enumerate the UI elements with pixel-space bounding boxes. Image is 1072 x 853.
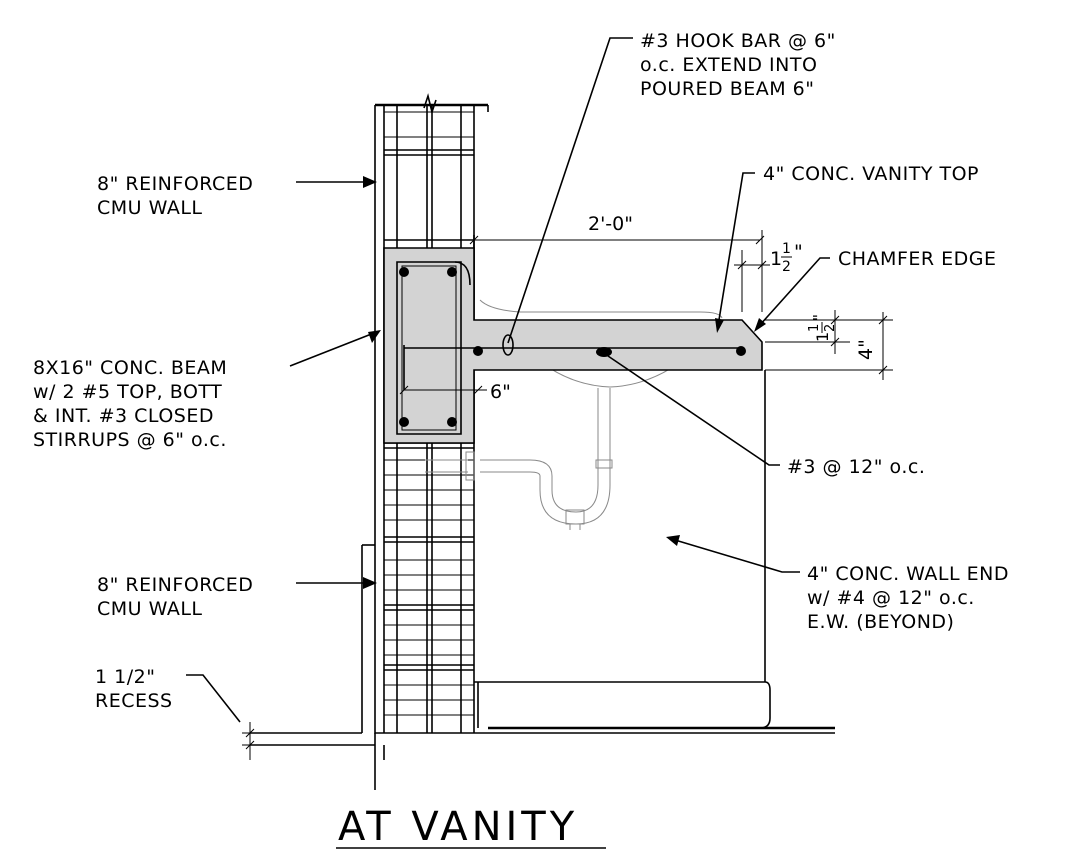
callout-wall-end: 4" CONC. WALL END w/ #4 @ 12" o.c. E.W. … [807,563,1009,633]
dimension-chamfer-width: 1 1 2 " [770,241,803,275]
chamfer-edge-label: CHAMFER EDGE [838,248,996,270]
dimension-hook-extension: 6" [490,381,511,403]
cmu-wall-upper-line-1: 8" REINFORCED [97,173,253,195]
dimension-chamfer-height: 1 1 2 " [807,314,838,342]
cmu-wall-lower-line-1: 8" REINFORCED [97,574,253,596]
cmu-wall-lower-line-2: CMU WALL [97,598,203,620]
wall-end-line-2: w/ #4 @ 12" o.c. [807,587,975,609]
recess-line-1: 1 1/2" [95,666,155,688]
hook-bar-line-2: o.c. EXTEND INTO [640,54,817,76]
beam-line-3: & INT. #3 CLOSED [33,405,214,427]
wall-end-line-1: 4" CONC. WALL END [807,563,1009,585]
recess-line-2: RECESS [95,690,173,712]
vanity-top-label: 4" CONC. VANITY TOP [763,163,979,185]
callout-recess: 1 1/2" RECESS [95,666,173,712]
chamfer-width-denominator: 2 [782,259,791,275]
dimension-lines [242,230,893,760]
beam-line-4: STIRRUPS @ 6" o.c. [33,429,227,451]
chamfer-height-numerator: 1 [807,324,822,332]
beam-line-1: 8X16" CONC. BEAM [33,357,227,379]
concrete-beam-and-top [383,247,763,444]
chamfer-height-inch: " [810,314,828,321]
chamfer-width-whole: 1 [770,248,782,270]
beam-line-2: w/ 2 #5 TOP, BOTT [33,381,222,403]
floor-slab [250,726,835,790]
cmu-wall-upper-line-2: CMU WALL [97,197,203,219]
callout-beam: 8X16" CONC. BEAM w/ 2 #5 TOP, BOTT & INT… [33,357,227,451]
hook-bar-line-3: POURED BEAM 6" [640,78,815,100]
chamfer-height-denominator: 2 [823,324,838,332]
concrete-wall-end [473,235,771,729]
chamfer-height-whole: 1 [813,332,832,342]
chamfer-width-inch: " [794,241,803,263]
callout-hook-bar: #3 HOOK BAR @ 6" o.c. EXTEND INTO POURED… [640,30,836,100]
drawing-title: AT VANITY [338,804,578,850]
chamfer-width-numerator: 1 [782,241,791,257]
callout-cmu-wall-upper: 8" REINFORCED CMU WALL [97,173,253,219]
p-trap [425,388,613,530]
rebar-bars [399,267,746,427]
rebar-spacing-label: #3 @ 12" o.c. [787,456,925,478]
leader-lines [186,37,830,723]
dimension-top-width: 2'-0" [588,213,633,235]
wall-end-line-3: E.W. (BEYOND) [807,611,954,633]
hook-bar-line-1: #3 HOOK BAR @ 6" [640,30,836,52]
dimension-top-thickness: 4" [855,339,877,360]
callout-cmu-wall-lower: 8" REINFORCED CMU WALL [97,574,253,620]
